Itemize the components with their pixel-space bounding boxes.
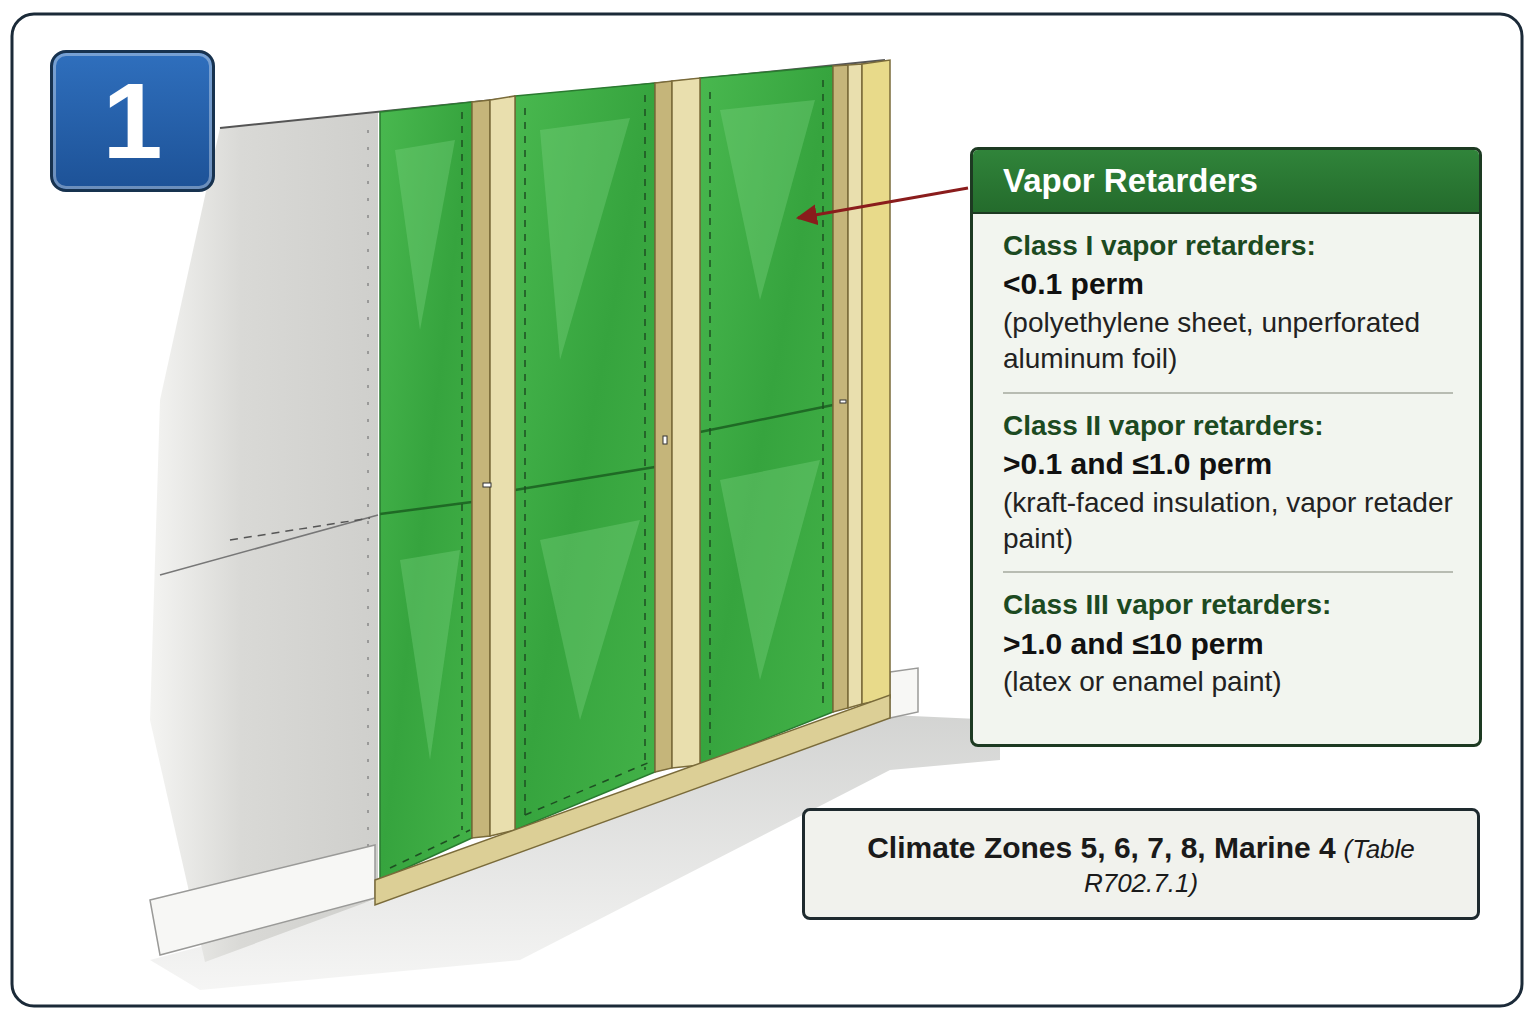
text-block: >1.0 and ≤10 perm [1003, 624, 1453, 665]
sheet-sheen [395, 100, 820, 760]
callout-number: 1 [50, 50, 215, 192]
text-block: Class III vapor retarders: [1003, 587, 1453, 623]
text-block: (latex or enamel paint) [1003, 664, 1453, 700]
text-group: Class III vapor retarders:>1.0 and ≤10 p… [1003, 573, 1453, 714]
text-block: 1 [102, 67, 162, 175]
text-block: (kraft-faced insulation, vapor retader p… [1003, 485, 1453, 558]
text-group: Class I vapor retarders:<0.1 perm(polyet… [1003, 214, 1453, 394]
info-panel: Vapor RetardersClass I vapor retarders:<… [970, 147, 1482, 747]
text-block: >0.1 and ≤1.0 perm [1003, 444, 1453, 485]
vapor-retarder-sheet [380, 102, 472, 880]
climate-note: Climate Zones 5, 6, 7, 8, Marine 4(Table… [802, 808, 1480, 920]
text-block: Climate Zones 5, 6, 7, 8, Marine 4 [867, 831, 1336, 864]
leader-arrow [798, 188, 968, 218]
drywall-dash [230, 518, 370, 540]
frame [12, 14, 1522, 1006]
drywall [150, 112, 378, 962]
drywall-seam [160, 515, 378, 575]
stud [375, 60, 890, 905]
text-group: Climate Zones 5, 6, 7, 8, Marine 4(Table… [825, 828, 1457, 901]
text-block: <0.1 perm [1003, 264, 1453, 305]
text-block: Class II vapor retarders: [1003, 408, 1453, 444]
baseboard [890, 668, 918, 718]
screw-line [367, 130, 369, 880]
sheet-seam [380, 405, 833, 514]
text-block: (polyethylene sheet, unperforated alumin… [1003, 305, 1453, 378]
vapor-retarder-sheet [700, 66, 833, 765]
text-group: 1 [102, 67, 162, 175]
nail-mark [483, 400, 846, 487]
text-group: Class II vapor retarders:>0.1 and ≤1.0 p… [1003, 394, 1453, 574]
text-group: Vapor Retarders [973, 150, 1479, 214]
vapor-retarder-sheet [515, 83, 655, 830]
panel-heading: Vapor Retarders [1003, 162, 1258, 200]
baseboard [150, 845, 375, 955]
text-block: Class I vapor retarders: [1003, 228, 1453, 264]
